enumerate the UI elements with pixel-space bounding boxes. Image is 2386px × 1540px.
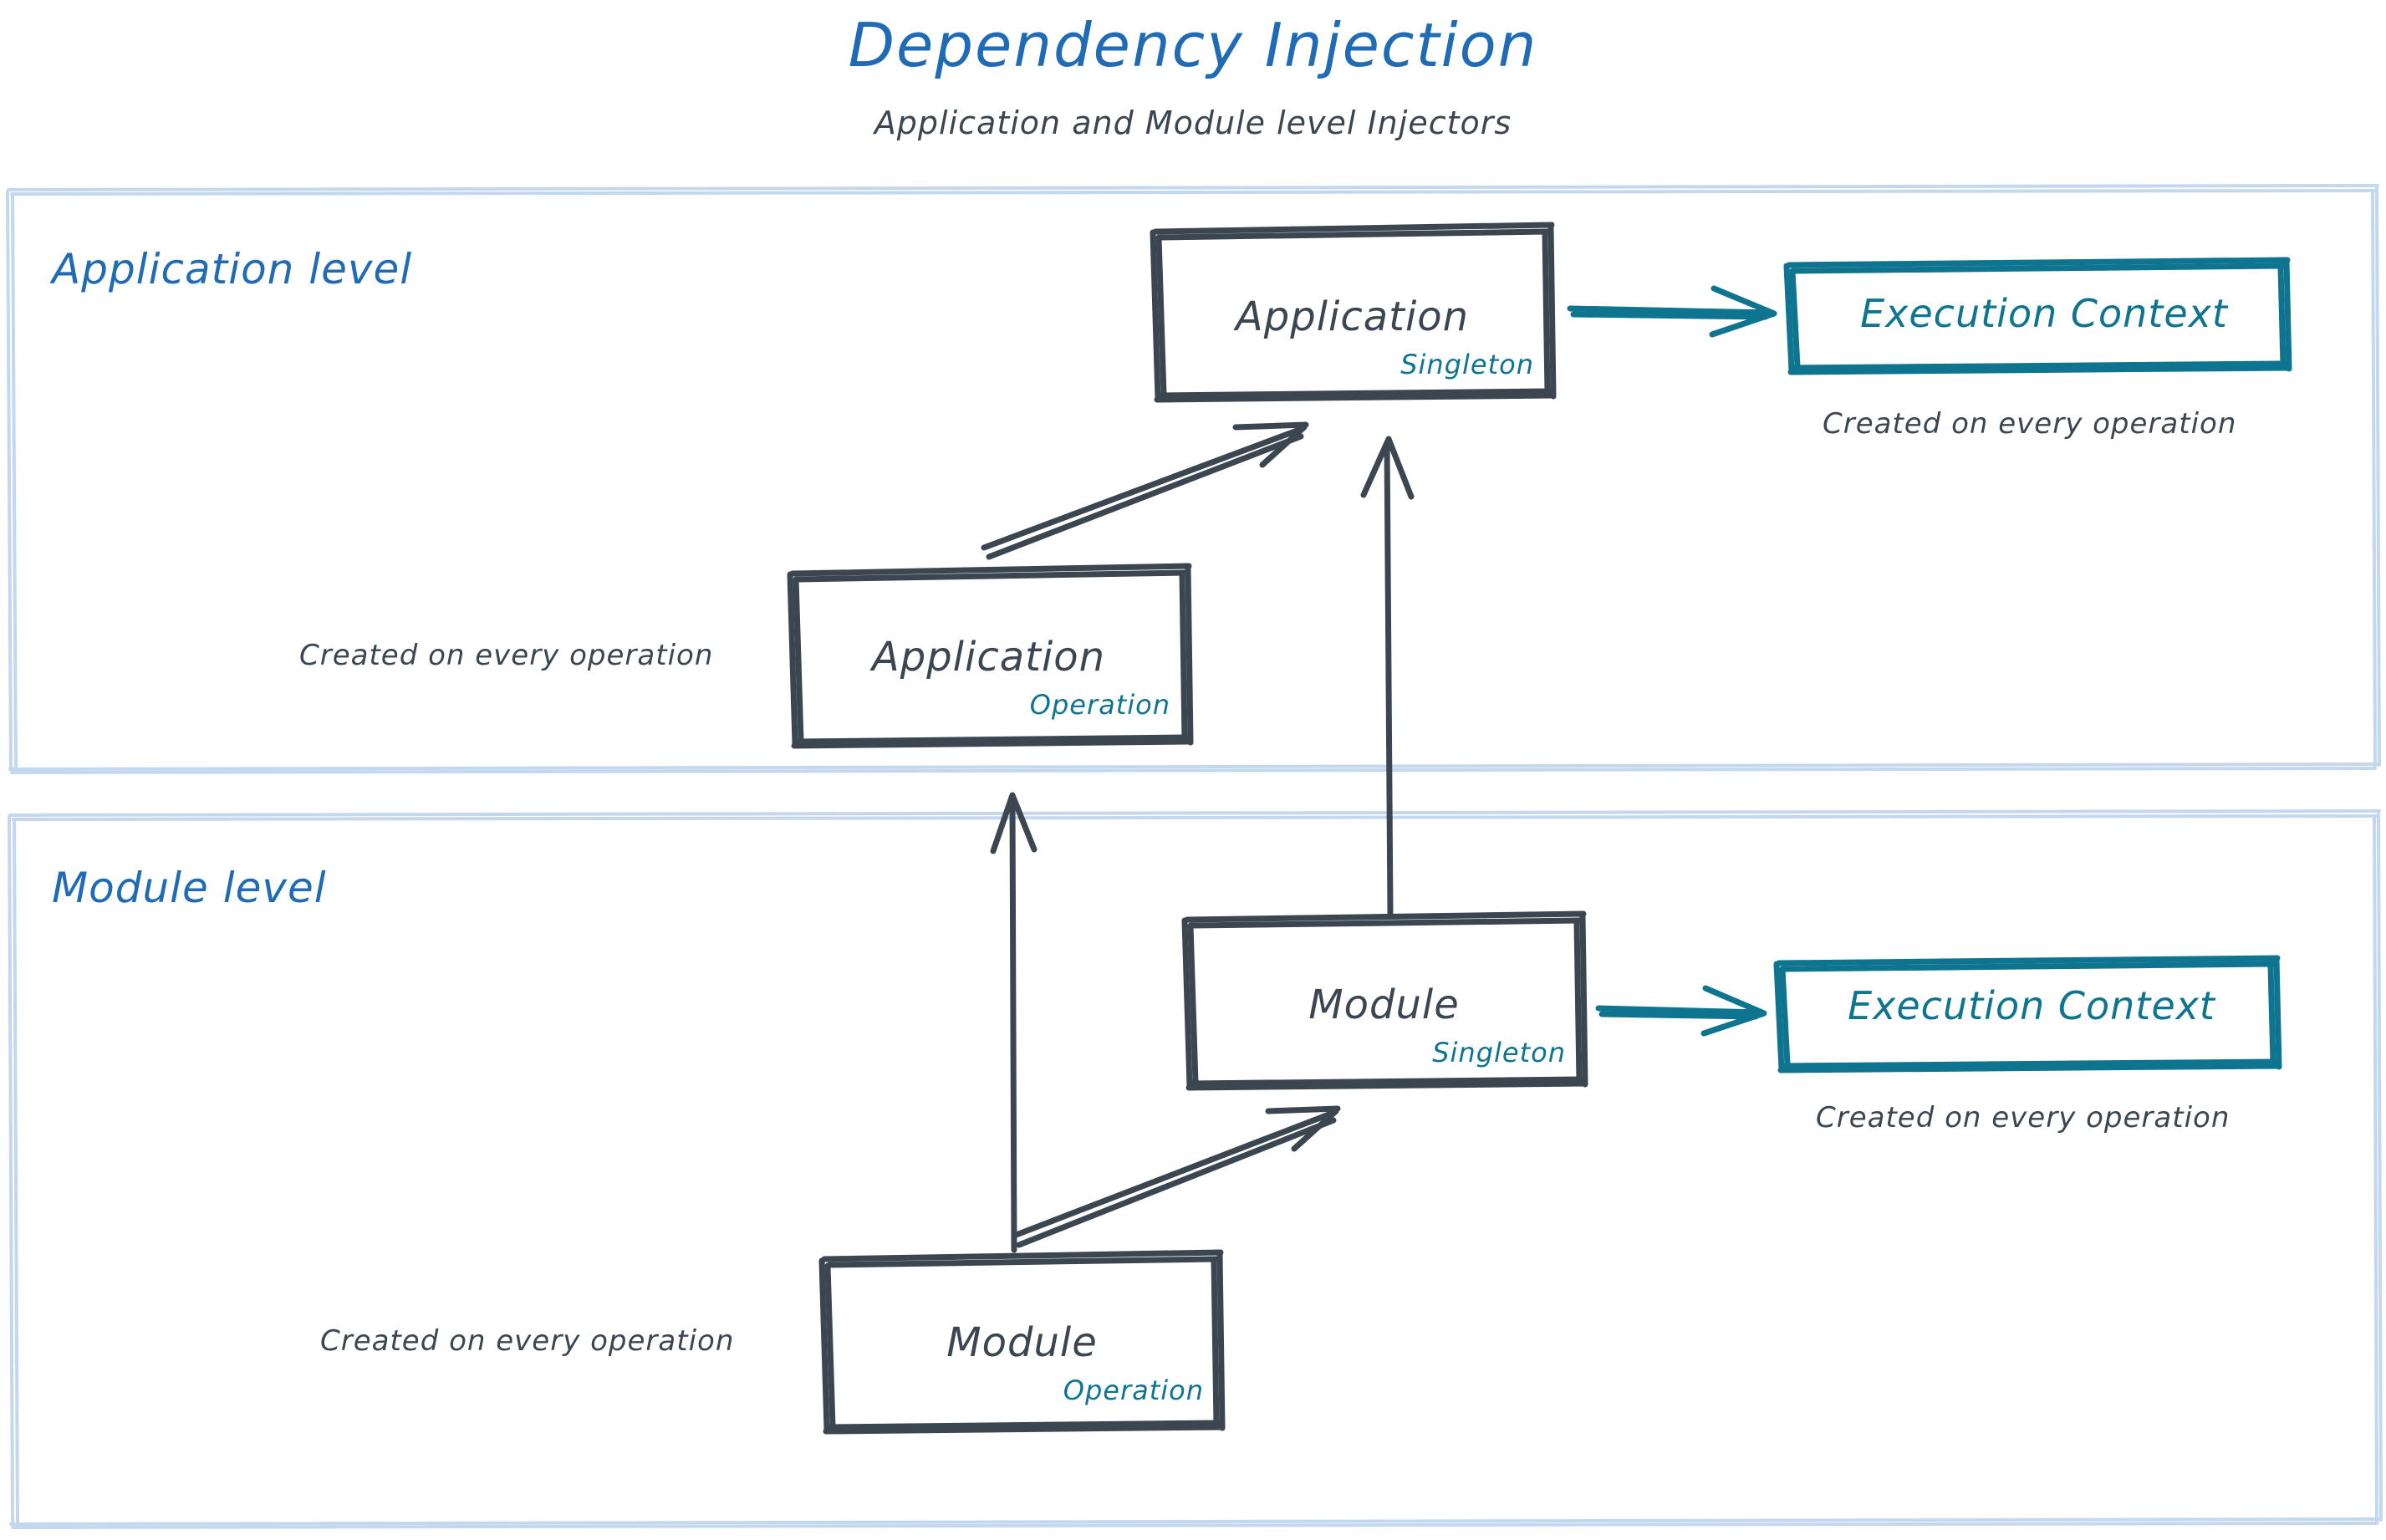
execution-context-application-caption: Created on every operation [1823,407,2237,441]
arrow-module-operation-to-app-operation [990,792,1038,1253]
module-singleton-scope: Singleton [1432,1037,1566,1068]
module-level-container [8,809,2383,1529]
arrow-module-singleton-to-app-singleton [1360,436,1415,916]
application-singleton-title: Application [1235,293,1470,340]
module-operation-scope: Operation [1063,1374,1204,1406]
module-operation-caption: Created on every operation [320,1324,735,1358]
module-level-label: Module level [52,864,327,912]
execution-context-module-title: Execution Context [1848,983,2215,1028]
arrow-app-singleton-to-execution-context [1567,285,1777,338]
arrow-module-operation-to-module-singleton [1011,1105,1341,1248]
arrow-app-operation-to-app-singleton [981,421,1309,560]
page-subtitle: Application and Module level Injectors [874,105,1512,141]
page-title: Dependency Injection [848,10,1538,80]
arrow-module-singleton-to-execution-context [1595,985,1767,1037]
application-operation-caption: Created on every operation [299,639,714,672]
execution-context-module-caption: Created on every operation [1816,1101,2231,1135]
module-operation-title: Module [946,1319,1098,1366]
module-singleton-title: Module [1308,982,1460,1028]
application-level-label: Application level [52,245,413,293]
execution-context-application-title: Execution Context [1860,291,2228,336]
application-singleton-scope: Singleton [1400,349,1534,380]
application-operation-scope: Operation [1029,689,1170,721]
application-operation-title: Application [871,634,1106,681]
